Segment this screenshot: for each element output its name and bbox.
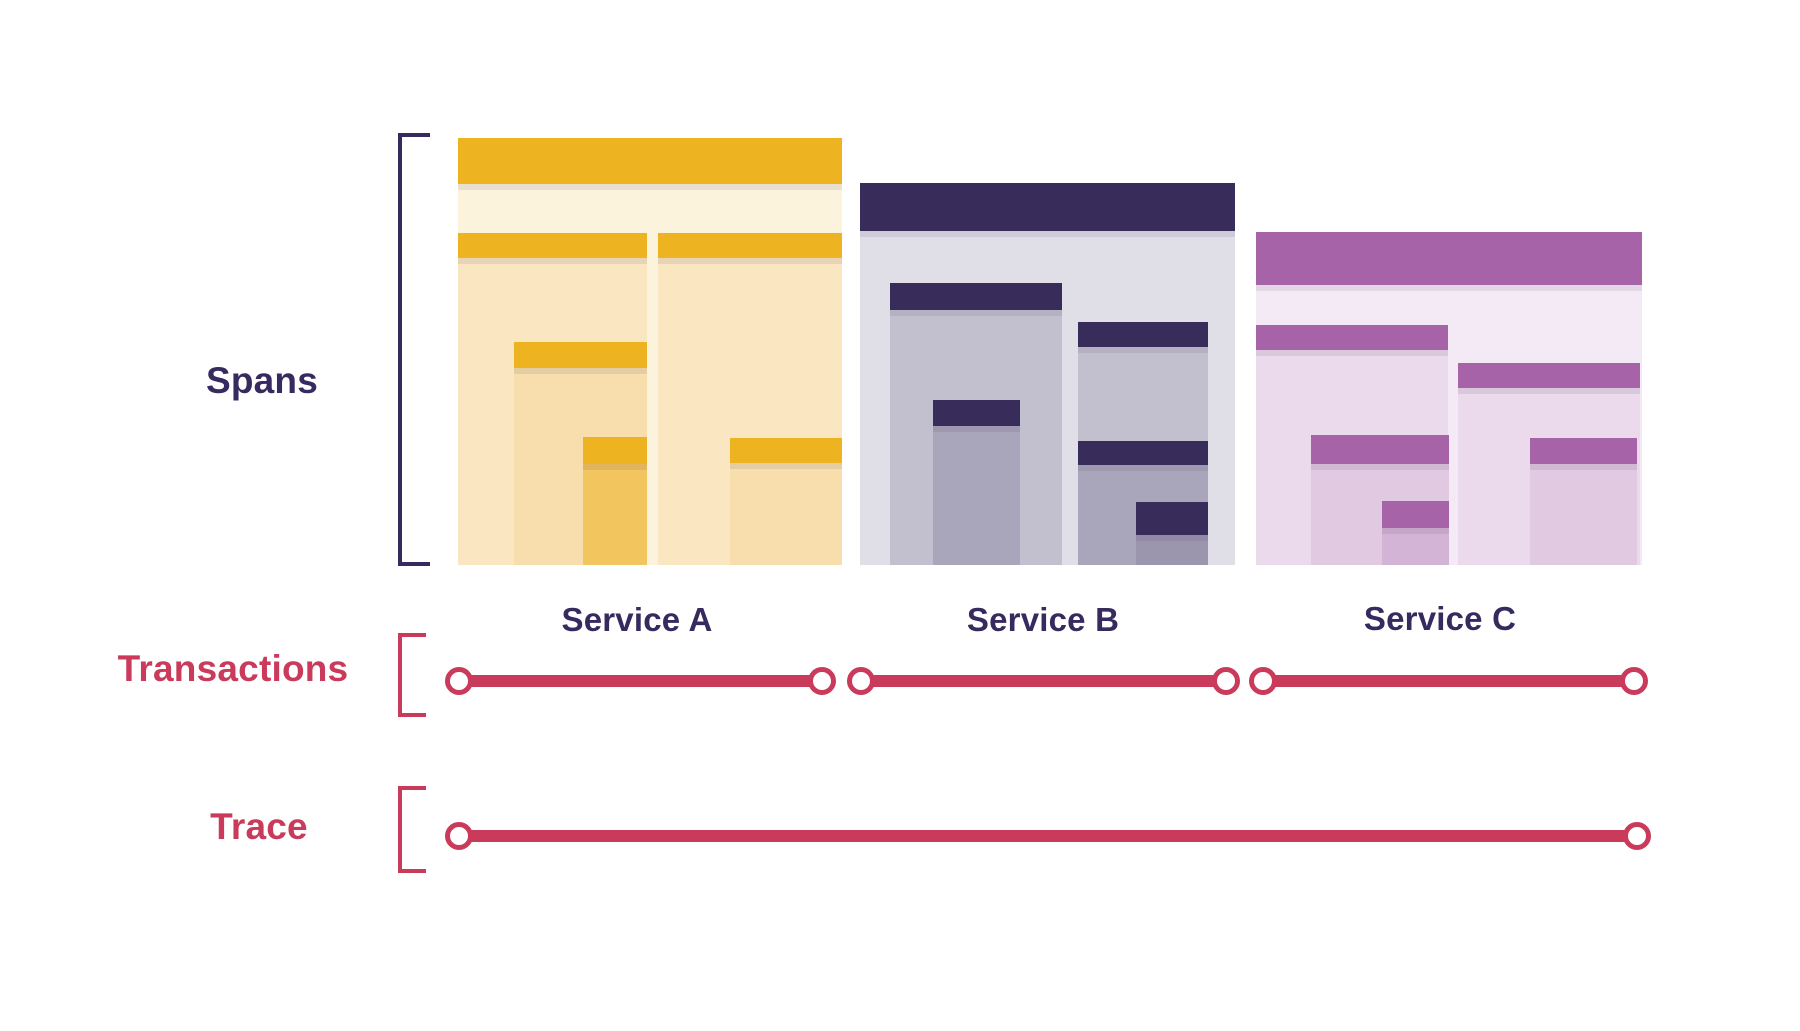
service-label: Service C — [1363, 600, 1517, 637]
service-label: Service B — [966, 601, 1120, 638]
transaction-line — [1263, 675, 1634, 687]
service-label: Service A — [561, 601, 713, 638]
trace-endpoint — [445, 822, 473, 850]
span-bar — [1136, 502, 1208, 535]
span-bar — [860, 183, 1235, 231]
span-bar — [658, 233, 842, 258]
span-bar — [1382, 501, 1449, 528]
transaction-line — [459, 675, 822, 687]
trace-section-label: Trace — [210, 806, 308, 847]
spans-bracket — [398, 133, 430, 566]
span-bar — [1530, 438, 1637, 464]
span-bar — [1256, 325, 1448, 350]
span-container — [933, 426, 1020, 565]
span-bar — [730, 438, 842, 463]
span-bar — [583, 437, 647, 464]
span-container — [583, 464, 647, 565]
span-container — [1136, 535, 1208, 565]
span-container — [730, 463, 842, 565]
transactions-section-label: Transactions — [117, 648, 349, 689]
span-bar — [1311, 435, 1449, 464]
transaction-endpoint — [847, 667, 875, 695]
span-container — [1382, 528, 1449, 565]
span-bar — [1078, 322, 1208, 347]
span-bar — [514, 342, 647, 368]
trace-line — [459, 830, 1637, 842]
span-bar — [933, 400, 1020, 426]
span-bar — [458, 138, 842, 184]
transactions-bracket — [398, 633, 426, 717]
transaction-endpoint — [1620, 667, 1648, 695]
trace-endpoint — [1623, 822, 1651, 850]
span-bar — [1078, 441, 1208, 465]
transaction-endpoint — [1212, 667, 1240, 695]
transaction-endpoint — [808, 667, 836, 695]
span-container — [1530, 464, 1637, 565]
trace-bracket — [398, 786, 426, 873]
span-bar — [1458, 363, 1640, 388]
transaction-endpoint — [1249, 667, 1277, 695]
span-bar — [458, 233, 647, 258]
span-bar — [1256, 232, 1642, 285]
spans-section-label: Spans — [205, 360, 319, 401]
transaction-endpoint — [445, 667, 473, 695]
span-bar — [890, 283, 1062, 310]
transaction-line — [861, 675, 1226, 687]
